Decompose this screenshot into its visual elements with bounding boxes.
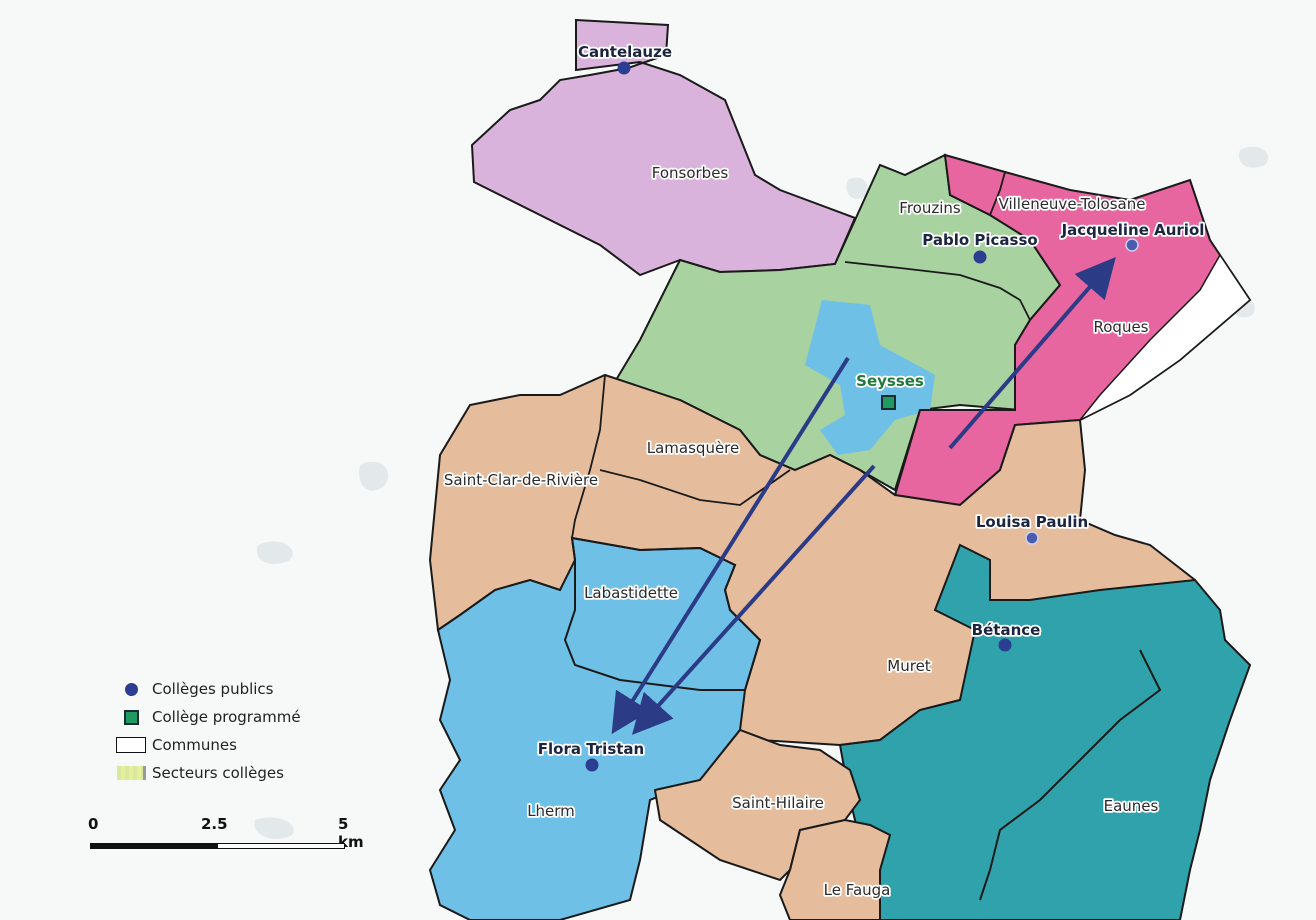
college-markers: Cantelauze Pablo Picasso Jacqueline Auri…: [536, 41, 1206, 772]
college-label-auriol: Jacqueline Auriol: [1061, 221, 1205, 239]
seysses-blue-area: [805, 300, 935, 455]
commune-boundaries: [571, 171, 1031, 539]
college-dot-betance[interactable]: [998, 638, 1012, 652]
outline-box-icon: [116, 737, 146, 753]
college-dot-paulin[interactable]: [1025, 531, 1039, 545]
commune-label-fonsorbes: Fonsorbes: [652, 164, 729, 182]
legend-label: Communes: [152, 736, 237, 754]
commune-label-eaunes: Eaunes: [1104, 797, 1159, 815]
commune-label-roques: Roques: [1094, 318, 1149, 336]
college-dot-picasso[interactable]: [973, 250, 987, 264]
legend-item-communes: Communes: [116, 731, 301, 759]
commune-label-labastidette: Labastidette: [584, 584, 678, 602]
commune-label-villeneuve: Villeneuve-Tolosane: [999, 195, 1146, 213]
college-dot-cantelauze[interactable]: [617, 61, 631, 75]
commune-label-saint-clar: Saint-Clar-de-Rivière: [444, 471, 598, 489]
legend-label: Collège programmé: [152, 708, 301, 726]
scale-bar: 0 2.5 5 km: [88, 815, 364, 855]
commune-label-muret: Muret: [887, 657, 931, 675]
legend-label: Collèges publics: [152, 680, 274, 698]
college-label-paulin: Louisa Paulin: [976, 513, 1088, 531]
commune-label-frouzins: Frouzins: [899, 199, 961, 217]
legend-item-secteurs: Secteurs collèges: [116, 759, 301, 787]
labastidette-outline: [563, 536, 762, 691]
legend-item-college-programme: Collège programmé: [116, 703, 301, 731]
scale-label-0: 0: [88, 815, 99, 833]
fill-swatch-icon: [116, 766, 146, 780]
map-legend: Collèges publics Collège programmé Commu…: [116, 675, 301, 787]
college-label-picasso: Pablo Picasso: [922, 231, 1037, 249]
commune-label-saint-hilaire: Saint-Hilaire: [732, 794, 824, 812]
le-fauga-sector: [778, 818, 892, 920]
arrow-seysses-to-tristan-1: [611, 356, 850, 735]
blue-dot-icon: [124, 682, 138, 696]
college-label-betance: Bétance: [972, 621, 1041, 639]
college-dot-tristan[interactable]: [585, 758, 599, 772]
commune-label-lherm: Lherm: [527, 802, 575, 820]
betance-sector: [828, 543, 1252, 920]
arrow-roques-to-auriol: [948, 256, 1116, 450]
arrow-seysses-to-tristan-2: [631, 464, 876, 735]
fonsorbes-sector: [470, 18, 857, 277]
commune-labels: Fonsorbes Frouzins Villeneuve-Tolosane R…: [442, 162, 1160, 901]
transfer-arrows: [611, 256, 1116, 735]
scale-label-2-5: 2.5: [201, 815, 228, 833]
college-square-seysses[interactable]: [881, 395, 896, 410]
college-dot-auriol[interactable]: [1125, 238, 1139, 252]
legend-item-colleges-publics: Collèges publics: [116, 675, 301, 703]
green-square-icon: [123, 709, 139, 725]
college-label-tristan: Flora Tristan: [538, 740, 644, 758]
eaunes-outline: [979, 649, 1162, 901]
college-label-cantelauze: Cantelauze: [578, 43, 672, 61]
legend-label: Secteurs collèges: [152, 764, 284, 782]
commune-label-lamasquere: Lamasquère: [647, 439, 740, 457]
scale-bar-graphic: [90, 843, 345, 849]
commune-label-le-fauga: Le Fauga: [824, 881, 891, 899]
college-label-seysses: Seysses: [856, 372, 924, 390]
